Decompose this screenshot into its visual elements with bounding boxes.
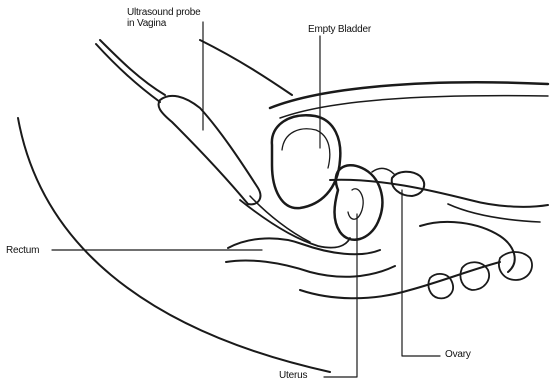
uterus-label: Uterus: [279, 370, 307, 381]
probe-cable-2: [96, 44, 160, 102]
probe-cable: [100, 40, 165, 95]
bowel-segment-3: [428, 274, 453, 298]
upper-thigh-outline: [200, 40, 292, 95]
bowel-segment-2: [460, 262, 489, 290]
rectum-lower: [226, 260, 395, 276]
probe-stem: [250, 196, 310, 242]
uterus-leader: [324, 214, 357, 377]
probe-label-line1: Ultrasound probe: [127, 7, 201, 18]
fallopian-tube: [372, 168, 394, 174]
uterus-cavity: [348, 189, 363, 219]
probe-label: Ultrasound probe in Vagina: [127, 7, 201, 29]
rectum-label: Rectum: [6, 245, 39, 256]
uterus: [335, 165, 383, 239]
ultrasound-probe: [159, 96, 261, 204]
ovary-leader: [402, 190, 440, 356]
bowel-loop-1: [300, 262, 500, 298]
probe-label-line2: in Vagina: [127, 18, 201, 29]
bladder-label: Empty Bladder: [308, 24, 371, 35]
bladder-inner: [282, 129, 330, 168]
thigh-outline: [18, 118, 330, 372]
ovary-label: Ovary: [445, 349, 471, 360]
